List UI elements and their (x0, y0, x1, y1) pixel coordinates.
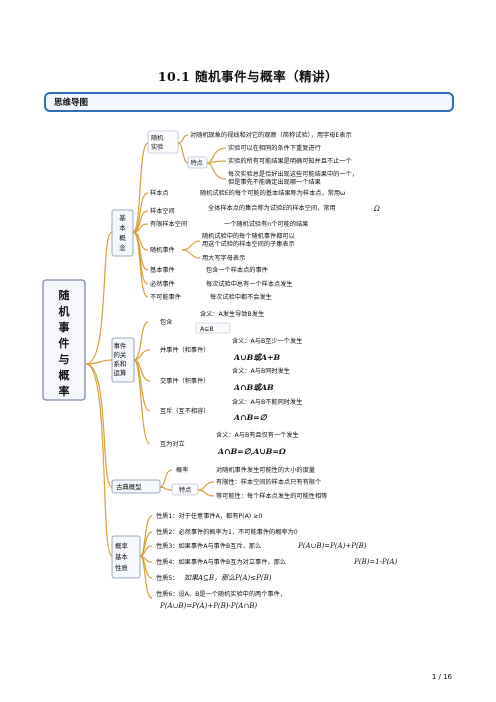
branch-label: 事件 (114, 341, 127, 350)
root-node: 随 机 事 件 与 概 率 (42, 279, 86, 401)
intersect-desc: 含义：A与B同时发生 (232, 367, 290, 375)
feature-item: 实验的所有可能结果是明确可知并且不止一个 (228, 157, 352, 165)
property-item: 性质1：对于任意事件A，都有P(A) ≥0 (156, 512, 262, 520)
page-title: 10.1 随机事件与概率（精讲） (157, 69, 339, 84)
exclusive-label: 互斥（互不相容） (160, 407, 210, 415)
random-event-desc: 随机试验中的每个随机事件都可以 (202, 232, 295, 240)
impossible-event-desc: 每次试验中都不会发生 (210, 293, 272, 301)
include-desc: 含义：A发生导致B发生 (200, 310, 264, 318)
branch-label: 运算 (114, 368, 127, 377)
property-item: 性质5： (156, 574, 179, 582)
property-formula: P(A∪B)=P(A)+P(B)-P(A∩B) (159, 602, 257, 610)
prob-label: 概率 (176, 466, 188, 474)
sample-space-desc: 全体样本点的集合称为试验E的样本空间，常用 (208, 204, 336, 212)
sample-point-label: 样本点 (150, 189, 169, 197)
branch-label: 本 (119, 223, 126, 232)
include-label: 包含 (160, 318, 172, 326)
root-char: 概 (59, 368, 70, 382)
branch-label: 古典概型 (116, 482, 142, 491)
branch-properties: 概率 基本 性质 性质1：对于任意事件A，都有P(A) ≥0 性质2：必然事件的… (111, 512, 397, 610)
experiment-desc: 对随机现象的视线和对它的观察（简称试验），用字母E表示 (190, 131, 352, 139)
opposite-desc: 含义：A与B有且仅有一个发生 (216, 431, 299, 439)
root-char: 机 (59, 304, 70, 318)
basic-event-desc: 包含一个样本点的事件 (206, 266, 268, 274)
classical-feature: 等可能性：每个样本点发生的可能性相等 (216, 492, 327, 500)
root-char: 随 (59, 288, 70, 302)
page-number: 1 / 16 (431, 673, 452, 681)
branch-label: 基本 (115, 552, 128, 561)
include-symbol: A⊆B (200, 326, 214, 333)
root-char: 事 (59, 320, 70, 334)
random-event-desc: 用这个试验的样本空间的子集表示 (202, 240, 295, 248)
branch-label: 念 (119, 243, 126, 252)
branch-label: 的关 (114, 350, 127, 359)
opposite-label: 互为对立 (160, 440, 185, 448)
union-desc: 含义：A与B至少一个发生 (232, 337, 302, 345)
finite-space-desc: 一个随机试验有n个可能的结果 (224, 220, 308, 228)
feature-item: 实验可以在相同的条件下重复进行 (228, 144, 321, 152)
certain-event-label: 必然事件 (150, 280, 175, 288)
branch-label: 概率 (115, 541, 128, 550)
union-label: 并事件（和事件） (160, 346, 210, 354)
root-char: 件 (59, 336, 70, 350)
branch-label: 基 (119, 213, 126, 222)
branch-label: 性质 (115, 563, 128, 572)
experiment-label: 随机 (151, 134, 164, 142)
root-char: 与 (59, 353, 70, 366)
exclusive-desc: 含义：A与B不能同时发生 (232, 398, 302, 406)
property-formula: 如果A⊆B，那么P(A)≤P(B) (184, 574, 272, 582)
certain-event-desc: 每次试验中总有一个样本点发生 (206, 280, 293, 288)
intersect-label: 交事件（积事件） (160, 377, 210, 385)
root-char: 率 (59, 384, 70, 398)
property-formula: P(A∪B)=P(A)+P(B) (297, 542, 367, 550)
feature-item: 但是事先不能确定出现哪一个结果 (228, 178, 321, 186)
branch-basic: 基 本 概 念 随机 实验 对随机现象的视线和对它的观察（简称试验），用字母E表… (111, 130, 380, 301)
sample-space-label: 样本空间 (150, 207, 175, 215)
union-formula: A∪B或A+B (233, 353, 281, 362)
classical-feature: 有限性：样本空间的样本点只有有限个 (216, 478, 321, 486)
basic-event-label: 基本事件 (150, 266, 175, 274)
property-item: 性质4：如果事件A与事件B互为对立事件，那么 (156, 558, 286, 566)
branch-classical: 古典概型 概率 对随机事件发生可能性的大小的度量 特点 有限性：样本空间的样本点… (111, 466, 327, 500)
branch-label: 系和 (114, 359, 127, 368)
exclusive-formula: A∩B=∅ (233, 413, 268, 422)
random-event-label: 随机事件 (150, 246, 175, 254)
section-header-label: 思维导图 (54, 98, 89, 108)
features-label: 特点 (191, 159, 203, 167)
random-event-note: 用大写字母表示 (202, 254, 245, 262)
property-item: 性质3：如果事件A与事件B互斥，那么 (156, 542, 261, 550)
feature-item: 每次实验总是恰好出现这些可能结果中的一个， (228, 170, 358, 178)
sample-space-symbol: Ω (373, 205, 380, 213)
branch-label: 概 (119, 233, 126, 242)
property-item: 性质6：设A、B是一个随机实验中的两个事件， (156, 590, 286, 598)
classical-features-label: 特点 (179, 486, 191, 494)
section-header: 思维导图 (44, 92, 454, 112)
branch-lines (85, 134, 227, 599)
experiment-label: 实验 (151, 143, 164, 151)
intersect-formula: A∩B或AB (233, 383, 274, 392)
property-formula: P(B)=1-P(A) (353, 558, 397, 566)
prob-desc: 对随机事件发生可能性的大小的度量 (216, 466, 315, 474)
branch-relations: 事件 的关 系和 运算 包含 含义：A发生导致B发生 A⊆B 并事件（和事件） … (111, 310, 302, 456)
sample-point-desc: 随机试验E的每个可能的基本结果称为样本点，常用ω (200, 189, 345, 197)
impossible-event-label: 不可能事件 (150, 293, 181, 301)
finite-space-label: 有限样本空间 (150, 220, 187, 228)
property-item: 性质2：必然事件的概率为1，不可能事件的概率为0 (156, 528, 298, 536)
opposite-formula: A∩B=∅,A∪B=Ω (217, 447, 286, 456)
